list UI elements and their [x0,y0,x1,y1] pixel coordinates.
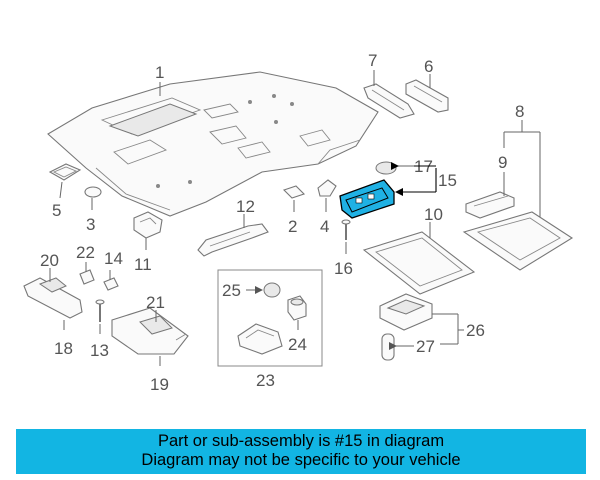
label-10: 10 [424,205,443,224]
label-27: 27 [416,337,435,356]
label-8: 8 [515,102,524,121]
sunroof-shade-part [462,211,574,271]
label-9: 9 [498,153,507,172]
holder-part [317,179,337,197]
parts-diagram: 1 5 3 11 12 2 4 7 6 [23,51,574,394]
info-banner: Part or sub-assembly is #15 in diagram D… [16,429,586,474]
banner-line-2: Diagram may not be specific to your vehi… [141,451,461,469]
screw-13-part [95,299,105,322]
clip-22-part [79,269,95,285]
sunroof-glass-part [362,231,476,295]
label-14: 14 [104,249,123,268]
sub-assembly-box [217,269,323,367]
label-24: 24 [288,335,307,354]
banner-line-1: Part or sub-assembly is #15 in diagram [157,432,445,450]
trim-strip-part [363,83,415,119]
bracket-part [133,211,163,239]
cover-part [282,185,306,199]
lamp-lens-part [48,163,82,181]
label-20: 20 [40,251,59,270]
label-11: 11 [134,255,152,274]
label-5: 5 [52,201,61,220]
lamp-housing-part [237,323,283,355]
bracket-rail-part [465,191,515,219]
label-13: 13 [90,341,109,360]
bulb-25-part [263,282,281,298]
socket-part [287,295,307,321]
console-unit-part [379,293,433,331]
clip-14-part [103,277,119,291]
label-23: 23 [256,371,275,390]
label-3: 3 [86,215,95,234]
label-16: 16 [334,259,353,278]
label-4: 4 [320,217,329,236]
sun-visor-left-part [23,277,83,319]
label-21: 21 [146,293,165,312]
clip-part [84,186,102,198]
label-18: 18 [54,339,73,358]
label-26: 26 [466,321,485,340]
cover-strip-part [405,79,449,113]
label-25: 25 [222,281,241,300]
bulb-part [375,161,397,175]
label-19: 19 [150,375,169,394]
grab-handle-part [197,223,269,257]
overhead-lamp-highlighted [339,179,395,219]
headliner-part [47,71,379,217]
label-7: 7 [368,51,377,70]
sun-visor-right-part [111,307,189,355]
screw-part [341,219,351,240]
label-15: 15 [438,171,457,190]
label-12: 12 [236,197,255,216]
label-22: 22 [76,243,95,262]
bulb-27-part [381,333,395,361]
label-6: 6 [424,57,433,76]
label-1: 1 [155,63,164,82]
label-2: 2 [288,217,297,236]
